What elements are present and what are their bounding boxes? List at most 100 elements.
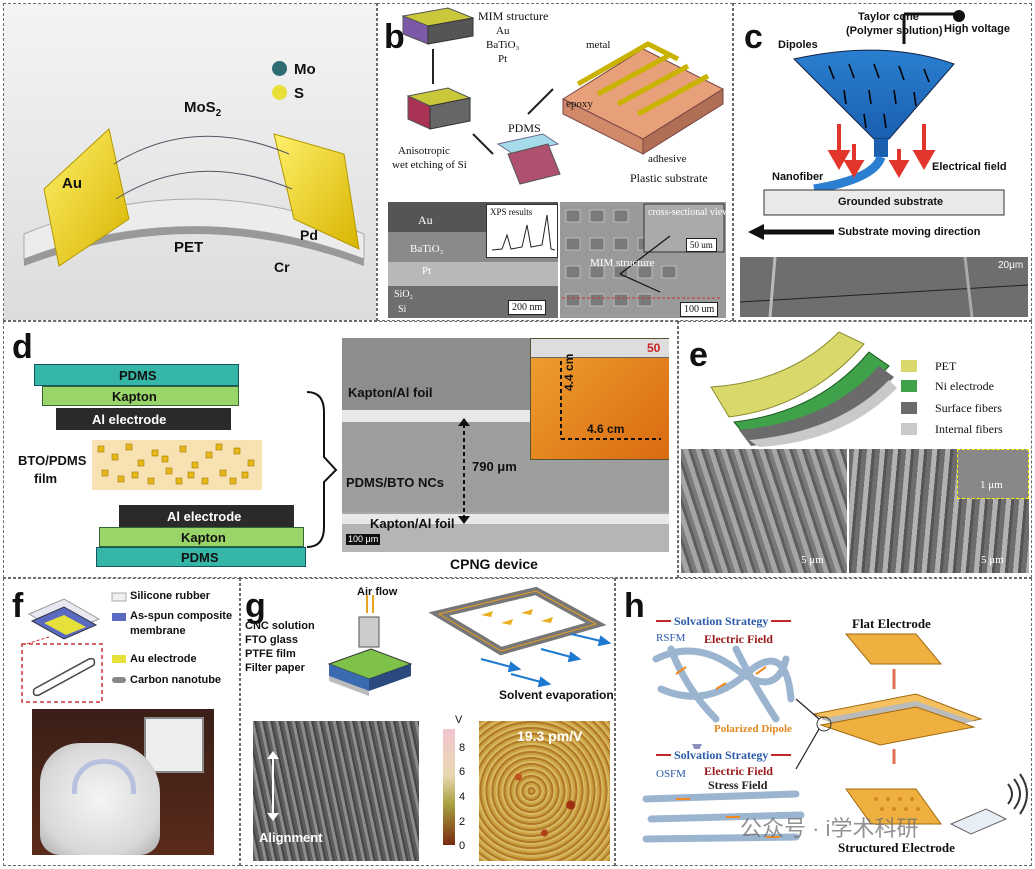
alignment-label: Alignment [259, 830, 323, 845]
al-electrode-top: Al electrode [92, 412, 167, 427]
panel-b: b MIM structure Au BaTiO₃ Pt Anisotropic… [377, 3, 733, 321]
filter-paper: Filter paper [245, 662, 305, 674]
legend-surface-fibers: Surface fibers [935, 401, 1002, 415]
panel-h: h Solvati [615, 578, 1032, 866]
panel-f: f Silicone rubber As-spun composite memb… [3, 578, 240, 866]
fiber-sem-left: 5 μm [681, 449, 847, 573]
legend-swatch-surface [901, 402, 917, 414]
panel-label-h: h [624, 587, 645, 625]
kapton-bottom-layer [99, 527, 304, 547]
pfm-map: 19.3 pm/V [479, 721, 610, 861]
ptfe-film: PTFE film [245, 648, 296, 660]
structured-electrode: Structured Electrode [838, 840, 955, 855]
nanofiber-lines [740, 257, 1028, 317]
scale-5um-left: 5 μm [801, 554, 824, 566]
legend-ni-electrode: Ni electrode [935, 379, 994, 393]
legend-carbon-nanotube: Carbon nanotube [130, 674, 222, 686]
watermark: 公众号 · i学术科研 [740, 816, 919, 841]
composite-membrane-schematic [21, 592, 127, 703]
alignment-arrow [267, 751, 279, 821]
ruler [531, 339, 669, 358]
legend-as-spun-1: As-spun composite [130, 610, 233, 622]
legend-swatch-pet [901, 360, 917, 372]
cpng-device-caption: CPNG device [450, 556, 538, 572]
legend-as-spun-2: membrane [130, 625, 186, 637]
pdms-bottom-layer [96, 547, 306, 567]
cr-label: Cr [274, 259, 290, 275]
high-voltage: High voltage [944, 23, 1011, 35]
ruler-50: 50 [647, 341, 661, 355]
bracket [306, 391, 338, 548]
pdms-top: PDMS [119, 368, 157, 383]
xps-inset: XPS results [486, 204, 558, 258]
adhesive-label: adhesive [648, 153, 687, 165]
kapton-top: Kapton [112, 389, 157, 404]
sem-pt: Pt [422, 265, 432, 277]
layer-au: Au [496, 25, 510, 37]
legend-s: S [294, 85, 305, 102]
plastic-substrate-label: Plastic substrate [630, 171, 708, 185]
bto-pdms-label-2: film [34, 471, 58, 486]
s-legend-dot [272, 85, 287, 100]
bto-pdms-film [92, 440, 262, 490]
substrate-moving-direction: Substrate moving direction [838, 226, 981, 238]
bottom-foil-band [342, 514, 669, 524]
mim-structure-title: MIM structure [478, 9, 549, 23]
cbar-tick-2: 2 [459, 816, 466, 828]
mos2-text: MoS [184, 99, 216, 116]
epoxy-label: epoxy [566, 98, 593, 110]
mo-legend-dot [272, 61, 287, 76]
colorbar-unit: V [455, 714, 463, 726]
mim-fabrication-schematic [401, 7, 725, 185]
stress-field: Stress Field [708, 778, 768, 792]
bottom-region [342, 524, 669, 552]
polarized-dipole: Polarized Dipole [714, 723, 792, 735]
xps-title: XPS results [490, 207, 533, 217]
xps-spectrum [491, 214, 556, 251]
pdms-top-layer [34, 364, 239, 386]
panel-c: c Taylor cone (Polymer solution) High vo… [733, 3, 1032, 321]
dim-4-4cm: 4.4 cm [562, 353, 576, 391]
layer-pt: Pt [498, 53, 508, 65]
sem-au: Au [418, 213, 433, 227]
alignment-fabrication-schematic [327, 586, 612, 696]
taylor-cone-1: Taylor cone [858, 11, 919, 23]
panel-label-c: c [744, 18, 763, 56]
piezo-colorbar [443, 729, 455, 845]
scale-5um-right: 5 μm [981, 554, 1004, 566]
aligned-cnc-sem: Alignment [253, 721, 419, 861]
panel-label-d: d [12, 328, 33, 366]
fiber-zoom-inset: 1 μm [957, 449, 1029, 499]
kapton-al-bottom: Kapton/Al foil [370, 516, 455, 531]
legend-icons [111, 592, 127, 683]
cnc-solution: CNC solution [245, 620, 315, 632]
scale-50um: 50 um [686, 238, 717, 252]
cbar-tick-6: 6 [459, 766, 466, 778]
cbar-tick-8: 8 [459, 742, 466, 754]
legend-au-electrode: Au electrode [130, 653, 197, 665]
layered-fiber-device [710, 331, 897, 447]
dim-4-6cm: 4.6 cm [587, 422, 625, 436]
osfm-label: OSFM [656, 768, 686, 780]
scale-20um: 20μm [998, 260, 1024, 271]
grounded-substrate: Grounded substrate [838, 196, 944, 208]
legend-mo: Mo [294, 61, 316, 78]
mos2-sub: 2 [215, 108, 222, 119]
device-photo-inset: 50 4.4 cm 4.6 cm [530, 338, 669, 460]
fto-glass: FTO glass [245, 634, 298, 646]
sem-batio3: BaTiO₃ [410, 243, 444, 255]
fiber-sem-right: 1 μm 5 μm [849, 449, 1029, 573]
panel-e: e PET Ni electrode Surface fibers Intern… [678, 321, 1032, 578]
electrospinning-schematic [748, 10, 1005, 240]
solvent-evaporation: Solvent evaporation [499, 688, 614, 702]
anisotropic-label-2: wet etching of Si [392, 159, 467, 171]
panel-label-e: e [689, 336, 708, 374]
al-electrode-bottom: Al electrode [167, 509, 242, 524]
sem-mim-array: cross-sectional view MIM structure 50 um… [560, 202, 726, 318]
panel-label-g: g [245, 587, 266, 625]
flat-electrode: Flat Electrode [852, 616, 931, 631]
bto-pdms-label-1: BTO/PDMS [18, 453, 87, 468]
layer-batio3: BaTiO₃ [486, 39, 520, 51]
mim-structure-callout: MIM structure [590, 257, 655, 269]
cross-sectional-view: cross-sectional view [648, 207, 726, 218]
